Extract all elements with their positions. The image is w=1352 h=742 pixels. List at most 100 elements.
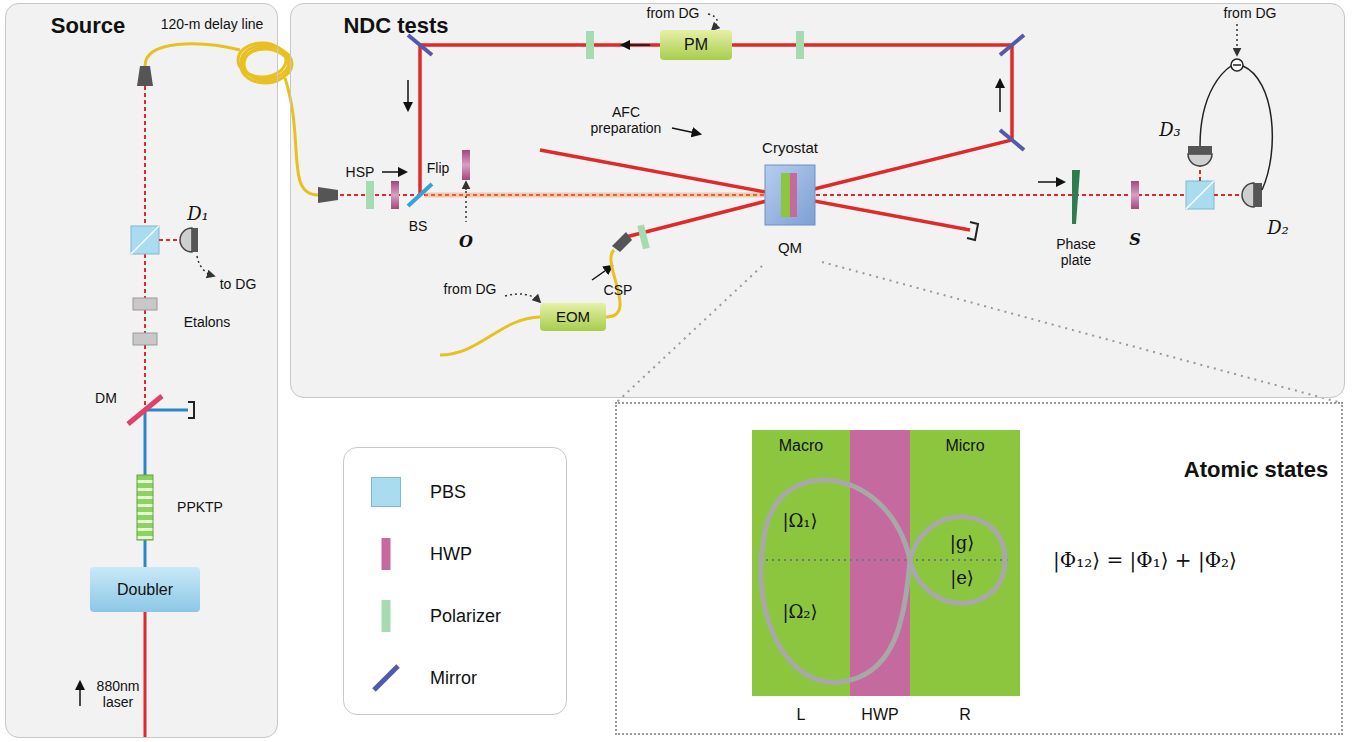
component-box: NDC testsPMEOMCryostatQM	[290, 3, 1345, 398]
legend-swatch	[371, 477, 401, 507]
optic-line	[465, 182, 467, 190]
component-label: S	[1129, 231, 1141, 249]
node-text: L	[797, 706, 806, 724]
optic-rect	[366, 181, 374, 209]
legend-row: Polarizer	[344, 596, 566, 636]
optic-line	[1236, 24, 1238, 55]
optic-line	[999, 80, 1001, 112]
optic-line	[822, 262, 1338, 402]
node-text: Doubler	[117, 581, 173, 599]
optic-line	[144, 612, 147, 738]
component-label: from DG	[647, 5, 700, 21]
component-label: O	[459, 233, 473, 251]
optic-line	[1186, 181, 1214, 209]
node-text: Macro	[779, 437, 823, 455]
optic-rect	[133, 333, 157, 345]
optic-line	[1038, 181, 1064, 183]
component-label: HSP	[346, 164, 375, 180]
optic-rect	[586, 31, 594, 59]
optic-rect	[462, 150, 470, 180]
optic-line	[425, 193, 765, 198]
optic-line	[760, 559, 1008, 561]
component-label: D₂	[1267, 218, 1289, 239]
node-text: |g⟩	[950, 533, 975, 554]
optic-rect	[1254, 183, 1262, 207]
optic-path	[1200, 66, 1231, 146]
node-text: HWP	[861, 706, 898, 724]
optic-rect	[1131, 181, 1139, 209]
component-label: Phase plate	[1050, 236, 1102, 268]
component-label: Flip	[427, 160, 450, 176]
optic-rect	[1188, 146, 1212, 154]
optic-line	[622, 44, 650, 46]
optic-path	[145, 44, 240, 66]
optic-rect	[1186, 181, 1214, 209]
legend-text: HWP	[430, 544, 472, 565]
node-text: Cryostat	[762, 139, 818, 156]
node-text: |e⟩	[950, 568, 974, 589]
mirror-sample	[372, 664, 400, 692]
optic-line	[408, 184, 432, 206]
optic-circle	[1231, 59, 1243, 71]
component-label: from DG	[1224, 5, 1277, 21]
node-text: |Ω₂⟩	[782, 602, 817, 623]
component-box: PM	[660, 30, 732, 60]
optic-line	[540, 150, 970, 230]
node-text: QM	[778, 239, 802, 256]
node-text: EOM	[556, 308, 590, 325]
optic-path	[761, 480, 1005, 682]
component-label: to DG	[220, 276, 257, 292]
optic-rect	[133, 298, 157, 310]
node-text: Atomic states	[1184, 457, 1328, 482]
optic-line	[617, 266, 762, 402]
component-box: SourceDoubler	[5, 3, 278, 738]
optic-rect	[781, 173, 790, 217]
optic-path	[440, 317, 540, 355]
node-text: Source	[51, 13, 126, 38]
legend-row: PBS	[344, 472, 566, 512]
optic-rect	[752, 430, 850, 696]
optic-path	[137, 66, 153, 86]
optic-line	[79, 682, 81, 706]
optic-path	[197, 256, 214, 276]
optic-line	[407, 80, 409, 110]
node-text: |Ω₁⟩	[782, 511, 817, 532]
optic-line	[672, 128, 700, 134]
optic-path	[1072, 170, 1080, 224]
optic-rect	[5, 3, 278, 738]
node-text: PM	[684, 36, 708, 54]
legend-text: PBS	[430, 482, 466, 503]
component-label: D₃	[1159, 120, 1181, 141]
legend-box: PBS HWP PolarizerMirror	[343, 447, 567, 715]
optic-line	[128, 396, 162, 424]
optic-rect	[290, 3, 1345, 398]
optic-line	[1000, 130, 1024, 150]
component-label: 120-m delay line	[161, 16, 264, 32]
component-label: from DG	[444, 281, 497, 297]
component-box: Macro|Ω₁⟩|Ω₂⟩L	[752, 430, 850, 696]
component-box: HWP	[850, 430, 910, 696]
optic-path	[1188, 154, 1212, 166]
legend-swatch	[382, 600, 391, 632]
optic-path	[1243, 66, 1272, 190]
optic-line	[159, 239, 182, 241]
optic-line	[592, 266, 612, 280]
optic-line	[145, 409, 188, 412]
component-box: CryostatQM	[765, 165, 815, 225]
legend-text: Mirror	[430, 668, 477, 689]
optic-line	[1000, 35, 1024, 55]
component-label: CSP	[604, 282, 633, 298]
component-box: Micro|g⟩|e⟩R	[910, 430, 1020, 696]
component-label: |Φ₁₂⟩ = |Φ₁⟩ + |Φ₂⟩	[1053, 549, 1237, 572]
optic-path	[1242, 183, 1254, 207]
optic-rect	[137, 475, 153, 540]
component-box: Doubler	[90, 567, 200, 612]
node-text: Micro	[945, 437, 984, 455]
optic-rect	[637, 224, 650, 249]
component-label: D₁	[187, 204, 209, 225]
optic-line	[1233, 64, 1241, 66]
component-label: DM	[95, 390, 117, 406]
legend-row: HWP	[344, 534, 566, 574]
legend-text: Polarizer	[430, 606, 501, 627]
